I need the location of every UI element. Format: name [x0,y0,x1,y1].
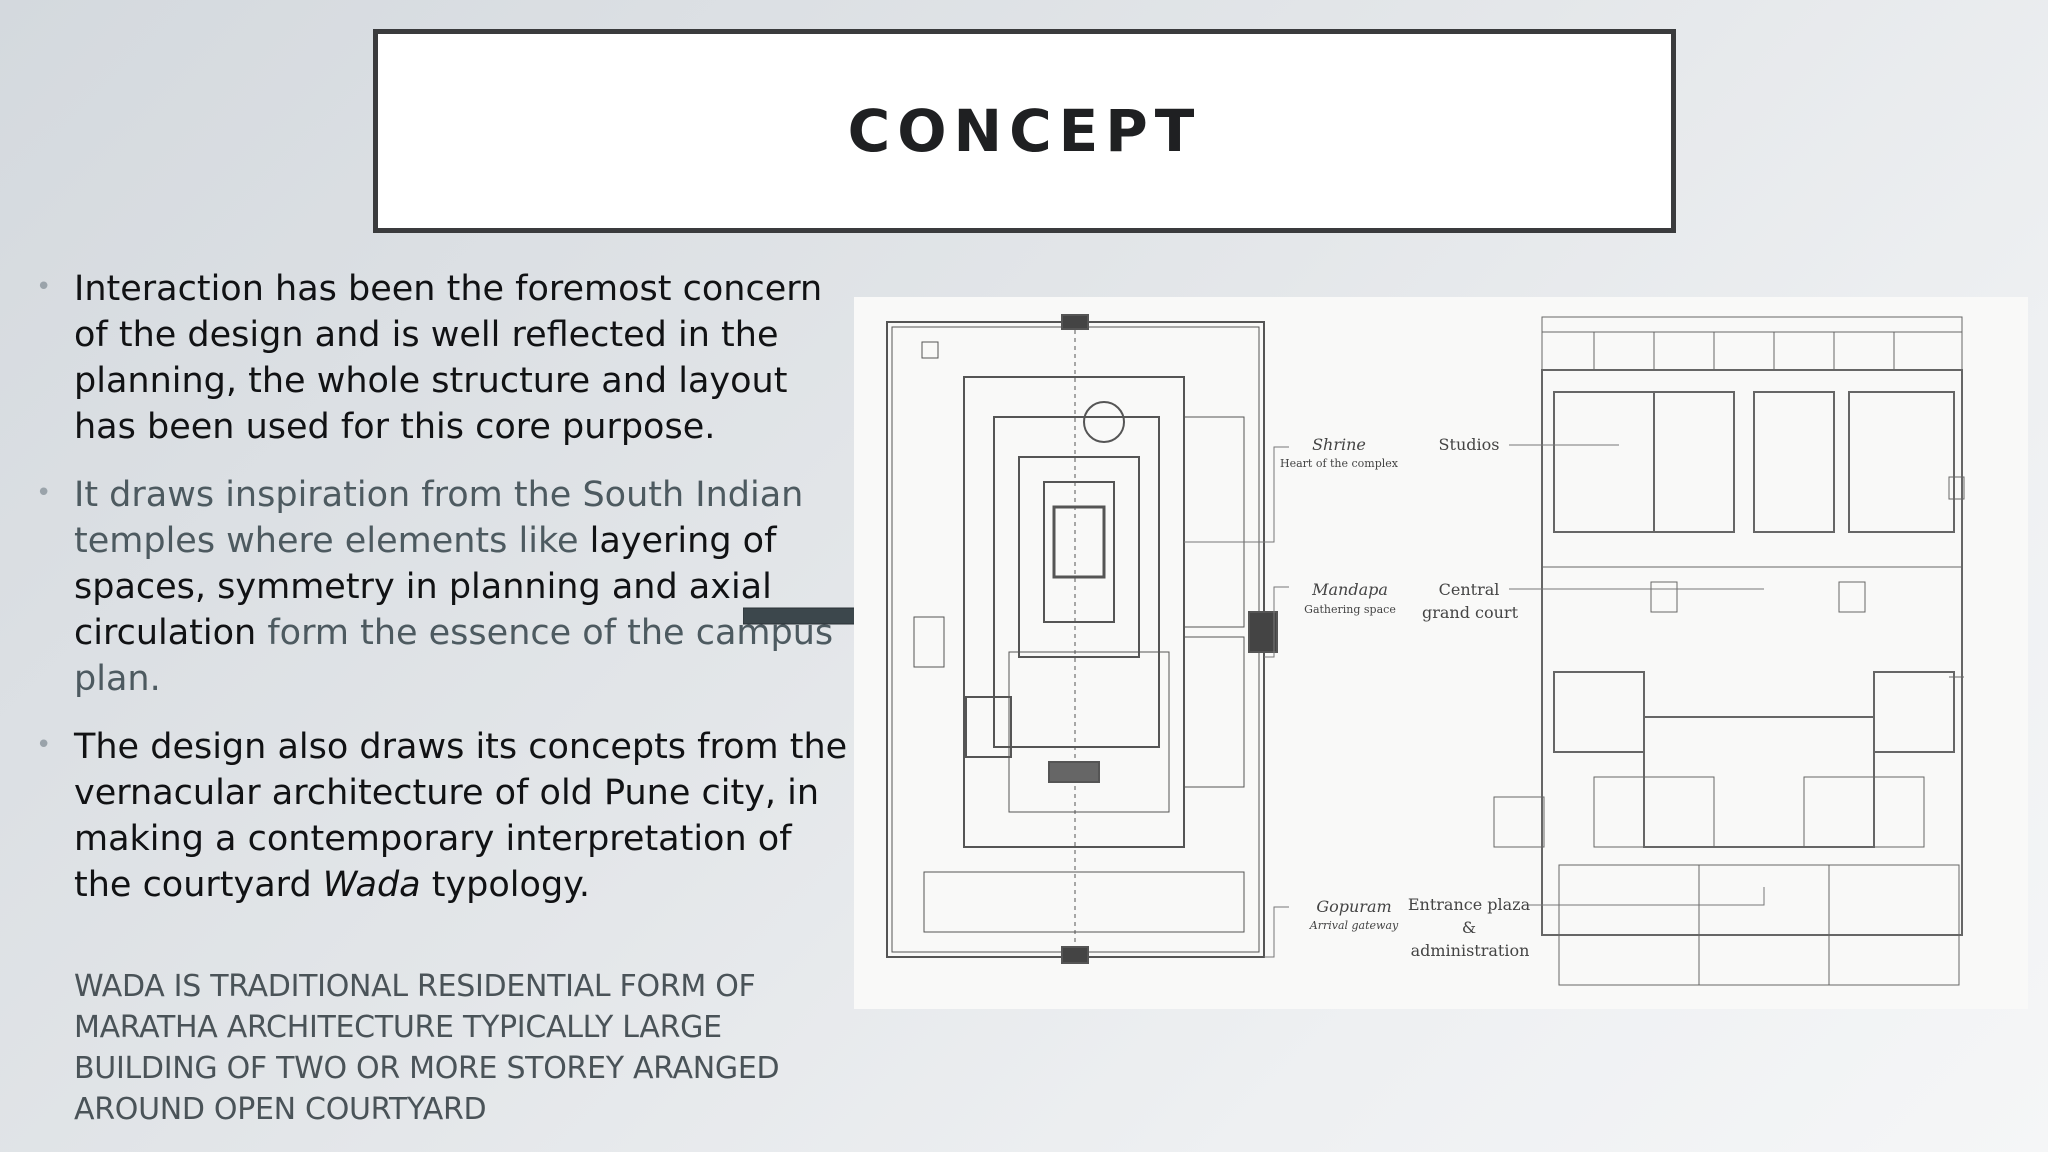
bullet-text-span: Interaction has been the foremost concer… [74,269,823,447]
label-gopuram-sub: Arrival gateway [1309,919,1399,932]
temple-labels: Shrine Heart of the complex Mandapa Gath… [1280,435,1399,932]
label-grand-court: grand court [1422,603,1519,622]
label-mandapa: Mandapa [1311,580,1388,599]
bullet-dot-icon: • [36,478,52,508]
temple-plan-drawing [886,314,1278,964]
campus-labels: Studios Central grand court Entrance pla… [1408,435,1531,960]
bullet-text-span: typology. [420,865,591,905]
label-ampersand: & [1462,918,1476,937]
bullet-text-span: form the essence of the campus plan. [74,613,834,699]
bullet-list: • Interaction has been the foremost conc… [30,266,850,930]
campus-plan-drawing [1493,316,1965,986]
campus-callout-lines [1509,444,1765,906]
bullet-dot-icon: • [36,272,52,302]
slide-title: CONCEPT [847,97,1202,165]
label-studios: Studios [1439,435,1500,454]
bullet-item: • It draws inspiration from the South In… [30,472,850,702]
temple-callout-lines [1184,446,1289,958]
bullet-text: Interaction has been the foremost concer… [74,266,850,450]
bullet-text: It draws inspiration from the South Indi… [74,472,850,702]
bullet-item: • Interaction has been the foremost conc… [30,266,850,450]
label-mandapa-sub: Gathering space [1304,603,1396,616]
plan-comparison-image: Shrine Heart of the complex Mandapa Gath… [854,297,2028,1009]
bullet-text-span: It draws inspiration from the South Indi… [74,475,804,561]
label-administration: administration [1411,941,1530,960]
bullet-text: The design also draws its concepts from … [74,724,850,908]
label-gopuram: Gopuram [1316,897,1391,916]
label-shrine: Shrine [1312,435,1366,454]
bullet-text-span: The design also draws its concepts from … [74,727,848,905]
bullet-text-span: layering of spaces, symmetry in planning… [74,521,777,653]
bullet-text-italic: Wada [322,865,421,905]
bullet-item: • The design also draws its concepts fro… [30,724,850,908]
label-shrine-sub: Heart of the complex [1280,457,1399,470]
label-entrance-plaza: Entrance plaza [1408,895,1531,914]
label-central: Central [1439,580,1500,599]
wada-note: WADA IS TRADITIONAL RESIDENTIAL FORM OF … [74,969,780,1127]
bullet-dot-icon: • [36,730,52,760]
title-box: CONCEPT [373,29,1676,233]
